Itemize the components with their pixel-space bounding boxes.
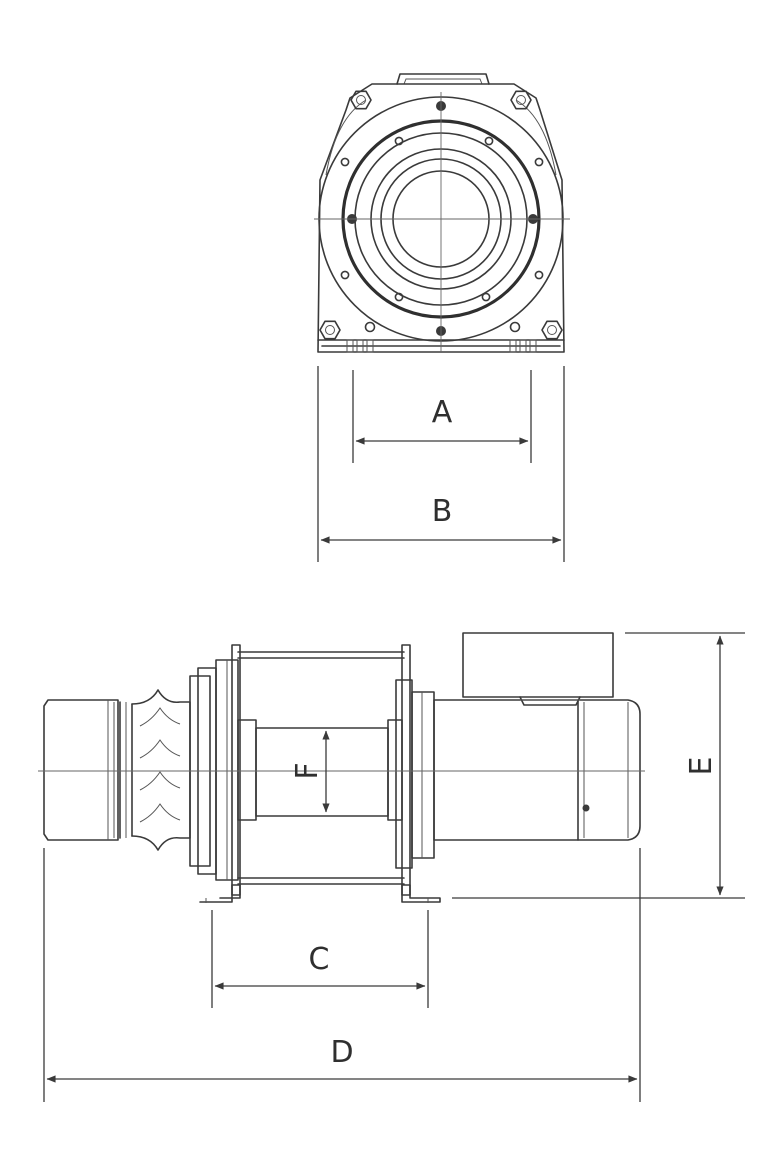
dimension-b: B — [317, 366, 565, 562]
flange-bolt-holes — [340, 136, 544, 302]
label-a: A — [432, 395, 453, 430]
base-bolts — [346, 339, 537, 353]
dimension-d: D — [43, 848, 641, 1102]
flange-key-dots — [347, 101, 538, 336]
side-view — [38, 632, 645, 903]
mounting-feet — [199, 884, 441, 903]
label-d: D — [330, 1035, 353, 1070]
hex-nut-top-left — [350, 90, 372, 110]
label-e: E — [684, 757, 719, 776]
dimension-c: C — [211, 910, 429, 1008]
hex-nut-bottom-right — [541, 320, 563, 340]
front-view — [314, 73, 570, 353]
dimension-a: A — [352, 370, 532, 463]
hex-nut-top-right — [510, 90, 532, 110]
dimension-f: F — [290, 730, 330, 813]
label-b: B — [432, 494, 453, 529]
dimension-e: E — [452, 632, 745, 899]
hex-nut-bottom-left — [319, 320, 341, 340]
label-f: F — [290, 762, 325, 779]
label-c: C — [309, 942, 330, 977]
